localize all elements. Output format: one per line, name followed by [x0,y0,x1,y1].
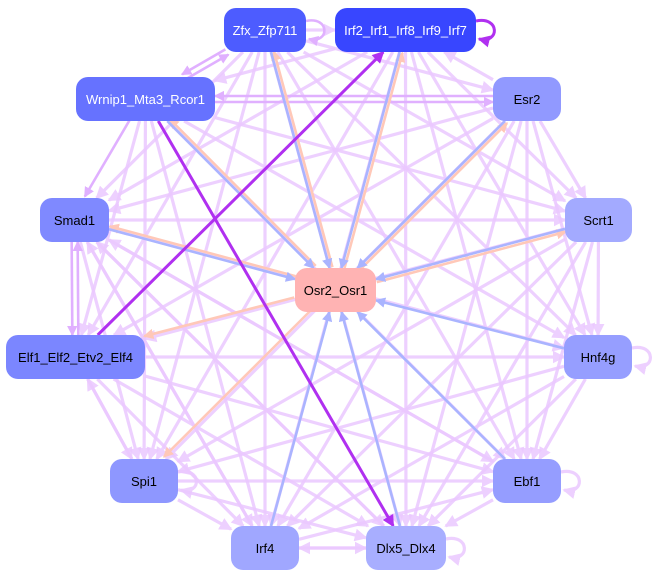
edge-esr2-to-scrt1 [538,120,587,200]
node-irf2[interactable]: Irf2_Irf1_Irf8_Irf9_Irf7 [335,8,476,52]
edge-osr2-to-spi1 [163,308,313,458]
edge-elf1-to-dlx5 [112,377,370,528]
edge-hnf4g-to-ebf1 [538,378,587,461]
edge-irf4-to-osr2 [269,310,333,527]
edge-irf2-to-osr2 [338,51,401,270]
node-label: Dlx5_Dlx4 [376,540,436,556]
edge-osr2-to-esr2 [358,122,508,272]
edge-ebf1-to-smad1 [107,238,494,463]
node-label: Irf2_Irf1_Irf8_Irf9_Irf7 [344,22,467,38]
node-ebf1[interactable]: Ebf1 [493,459,561,503]
edge-esr2-to-osr2 [356,120,506,269]
edge-osr2-to-elf1 [142,296,295,339]
node-dlx5[interactable]: Dlx5_Dlx4 [366,526,446,570]
node-esr2[interactable]: Esr2 [493,77,561,121]
node-label: Wrnip1_Mta3_Rcor1 [86,91,205,107]
edge-osr2-to-smad1 [108,223,297,278]
node-irf4[interactable]: Irf4 [231,526,299,570]
node-label: Smad1 [53,212,96,228]
edge-ebf1-to-dlx5 [444,498,494,528]
node-label: Elf1_Elf2_Etv2_Elf4 [18,349,133,365]
edge-scrt1-to-spi1 [176,237,566,463]
edge-wrnip1-to-smad1 [83,118,132,198]
edge-ebf1-to-osr2 [356,311,506,460]
node-label: Spi1 [130,473,158,489]
edge-wrnip1-to-scrt1 [214,116,567,215]
node-label: Zfx_Zfp711 [232,22,298,38]
edge-osr2-to-scrt1 [376,229,568,284]
node-zfx[interactable]: Zfx_Zfp711 [224,8,306,52]
node-label: Hnf4g [580,349,616,365]
edge-wrnip1-to-zfx [184,53,230,81]
edge-zfx-to-zfx [305,19,326,47]
edge-elf1-to-smad1 [72,240,83,335]
edge-dlx5-to-osr2 [338,310,402,527]
edge-ebf1-to-ebf1 [560,469,581,499]
node-label: Ebf1 [513,473,541,489]
edge-spi1-to-irf4 [177,498,233,531]
edge-spi1-to-elf1 [86,377,134,460]
edge-elf1-to-ebf1 [144,374,495,475]
edge-hnf4g-to-irf4 [297,375,565,530]
edge-osr2-to-irf2 [343,51,406,270]
edge-esr2-to-irf4 [276,120,516,528]
node-smad1[interactable]: Smad1 [40,198,109,242]
edge-zfx-to-scrt1 [302,50,567,203]
node-spi1[interactable]: Spi1 [110,459,178,503]
edge-zfx-to-osr2 [269,51,333,270]
edge-irf2-to-irf2 [475,18,496,48]
node-label: Scrt1 [583,212,614,228]
edge-irf4-to-smad1 [85,240,254,527]
edge-scrt1-to-ebf1 [529,241,595,461]
edge-hnf4g-to-osr2 [374,297,565,350]
node-scrt1[interactable]: Scrt1 [565,198,632,242]
edge-wrnip1-to-hnf4g [183,119,566,340]
edge-elf1-to-irf2 [96,50,385,337]
edge-zfx-to-wrnip1 [180,48,227,76]
edge-smad1-to-elf1 [67,242,78,337]
edge-osr2-to-zfx [271,49,334,268]
edge-scrt1-to-osr2 [374,227,566,282]
node-wrnip1[interactable]: Wrnip1_Mta3_Rcor1 [76,77,215,121]
node-hnf4g[interactable]: Hnf4g [564,335,632,379]
edge-dlx5-to-dlx5 [445,536,466,566]
node-label: Esr2 [513,91,541,107]
edge-irf2-to-smad1 [107,50,368,202]
edge-hnf4g-to-dlx5 [426,377,578,528]
edge-esr2-to-irf2 [442,50,494,82]
node-elf1[interactable]: Elf1_Elf2_Etv2_Elf4 [6,335,145,379]
edge-hnf4g-to-hnf4g [631,345,652,375]
edge-wrnip1-to-dlx5 [156,120,395,528]
node-osr2[interactable]: Osr2_Osr1 [295,268,376,312]
edge-esr2-to-elf1 [112,117,494,337]
edge-smad1-to-osr2 [108,227,297,282]
node-label: Osr2_Osr1 [303,282,368,298]
node-label: Irf4 [255,540,275,556]
